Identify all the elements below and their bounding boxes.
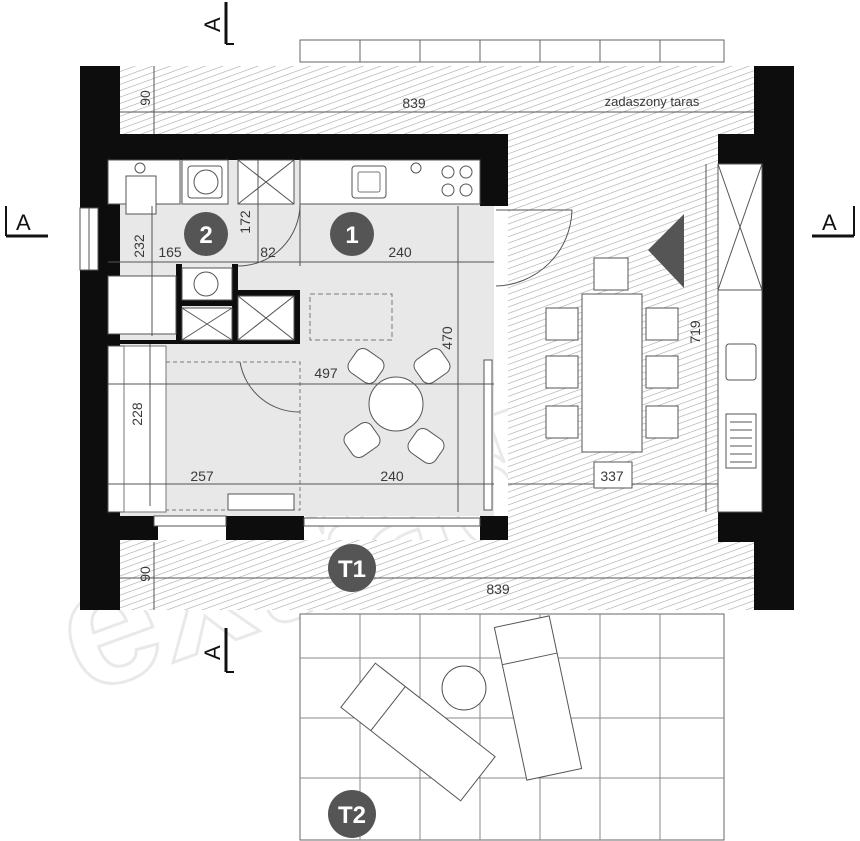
svg-text:A: A	[822, 210, 837, 235]
dim-dining-width: 240	[380, 468, 404, 484]
dimension-lines	[108, 66, 754, 610]
table-dim-box	[593, 461, 633, 489]
room-badge-t1: T1	[328, 544, 376, 592]
doors	[237, 203, 573, 413]
terrace-label: zadaszony taras	[605, 94, 700, 109]
dim-bathroom-width: 165	[158, 244, 182, 260]
dim-bottom-terrace-depth: 90	[137, 566, 153, 582]
svg-text:2: 2	[199, 222, 212, 249]
section-mark-top: A	[200, 2, 234, 45]
dim-bedroom-width: 257	[190, 468, 214, 484]
entrance-arrow-icon	[648, 214, 684, 288]
svg-text:1: 1	[345, 222, 358, 249]
bathroom-fixtures	[107, 159, 295, 341]
svg-text:A: A	[200, 17, 225, 32]
dim-top-width: 839	[402, 95, 426, 111]
terrace-dining-set	[545, 257, 679, 453]
dining-set	[343, 347, 451, 465]
kitchen-counter	[299, 159, 481, 205]
dim-top-terrace-depth: 90	[137, 90, 153, 106]
walls	[80, 66, 794, 610]
kitchen-island	[309, 293, 393, 341]
svg-text:T1: T1	[338, 556, 366, 583]
dim-kitchen-width: 240	[388, 244, 412, 260]
dim-bedroom-height: 228	[129, 402, 145, 426]
svg-text:A: A	[16, 210, 31, 235]
room-badge-2: 2	[184, 212, 228, 256]
dim-terrace-table: 337	[600, 468, 624, 484]
svg-text:T2: T2	[338, 802, 366, 829]
room-badge-t2: T2	[328, 790, 376, 838]
dim-living-length: 497	[314, 365, 338, 381]
terrace-kitchenette	[717, 163, 763, 513]
section-mark-left: A	[5, 206, 48, 238]
dim-door-height: 172	[237, 210, 253, 234]
dim-bathroom-height: 232	[131, 234, 147, 258]
dim-bottom-width: 839	[486, 581, 510, 597]
dim-terrace-height: 719	[687, 320, 703, 344]
top-paving	[299, 39, 725, 63]
room-badge-1: 1	[330, 212, 374, 256]
section-mark-right: A	[812, 206, 855, 238]
section-mark-bottom: A	[200, 628, 234, 673]
svg-text:A: A	[200, 645, 225, 660]
dim-living-height: 470	[439, 326, 455, 350]
windows	[79, 207, 493, 527]
dim-hall-width: 82	[260, 244, 276, 260]
